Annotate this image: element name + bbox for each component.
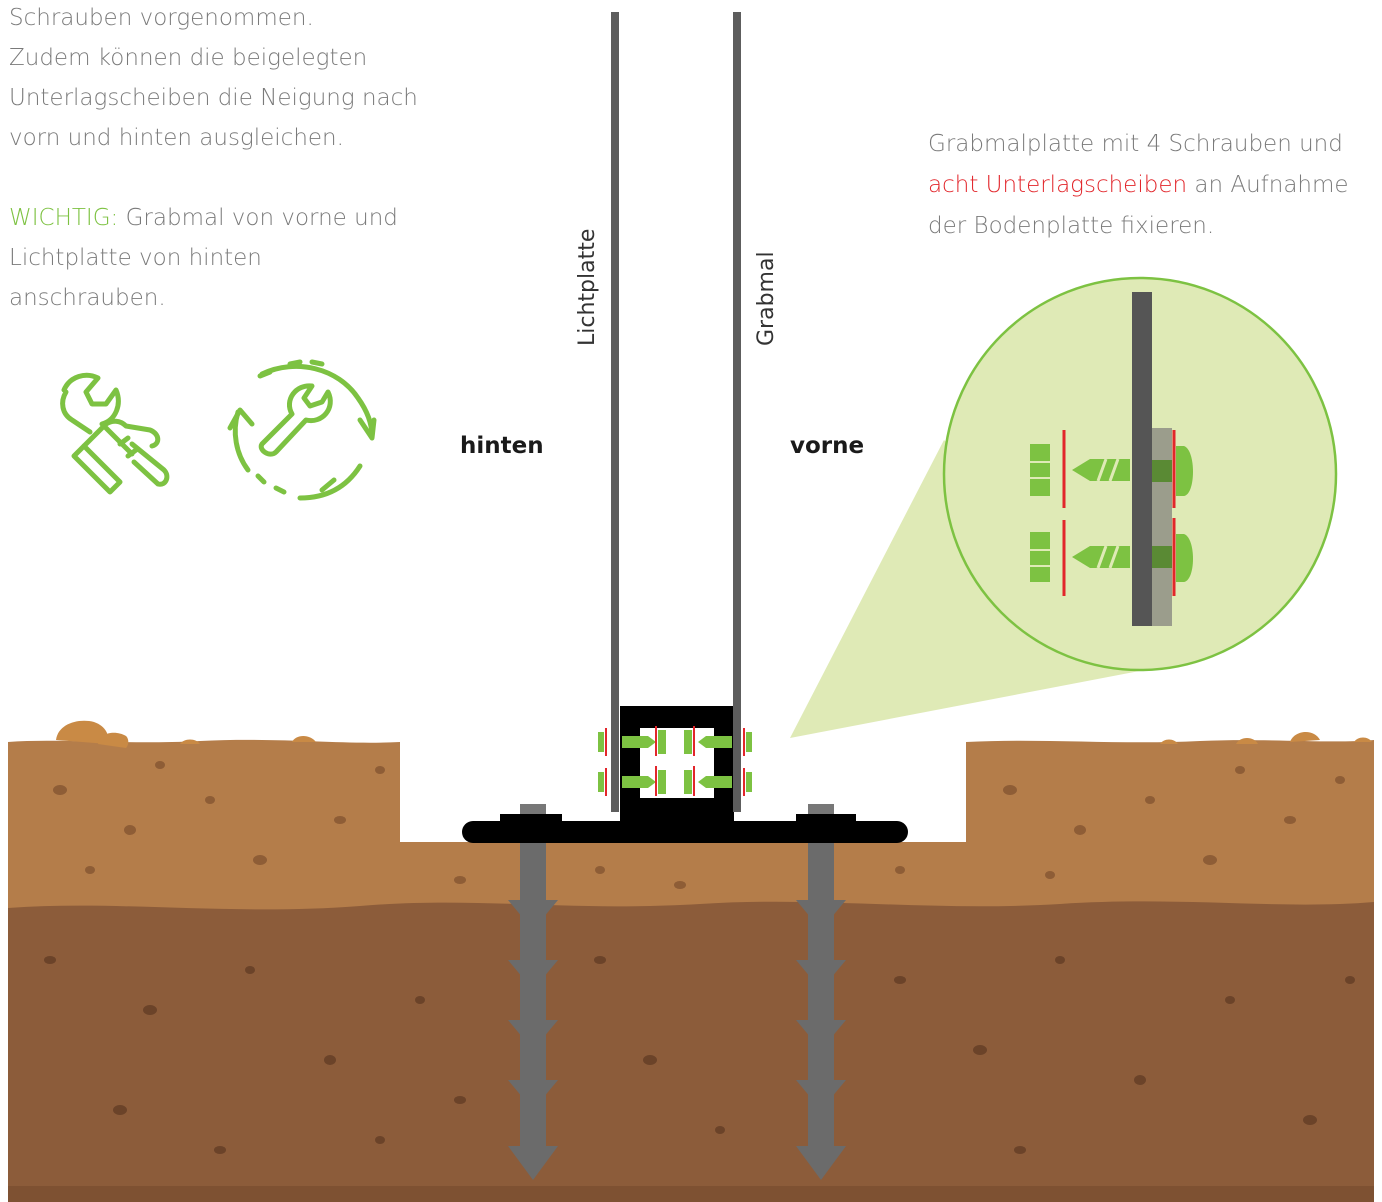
instruction-highlight: acht Unterlagscheiben — [928, 172, 1188, 198]
important-line-2: Lichtplatte von hinten — [9, 245, 262, 271]
instruction-line-1: Grabmalplatte mit 4 Schrauben und — [928, 131, 1343, 157]
light-plate — [611, 12, 619, 812]
soil-deep-layer — [8, 901, 1374, 1202]
right-instruction: Grabmalplatte mit 4 Schrauben und acht U… — [928, 124, 1378, 247]
surface-rocks — [56, 720, 1372, 748]
wrench-cycle-icon — [227, 359, 377, 501]
bracket-screws — [598, 726, 752, 796]
left-description: Schrauben vorgenommen. Zudem können die … — [9, 0, 449, 318]
memorial-plate — [733, 12, 741, 812]
label-lichtplatte: Lichtplatte — [575, 228, 600, 346]
intro-line-3: Unterlagscheiben die Neigung nach — [9, 85, 418, 111]
important-line-3: anschrauben. — [9, 285, 166, 311]
ground-anchor-right — [796, 804, 846, 1180]
soil-bottom-edge — [8, 1186, 1374, 1202]
intro-line-1: Schrauben vorgenommen. — [9, 5, 314, 31]
label-vorne: vorne — [790, 433, 865, 459]
ground-anchor-left — [508, 804, 558, 1180]
label-grabmal: Grabmal — [754, 251, 779, 346]
important-line-1: WICHTIG: Grabmal von vorne und — [9, 198, 449, 238]
mount-bracket — [620, 706, 734, 822]
soil-pebbles — [44, 761, 1355, 1154]
base-plate — [462, 814, 908, 843]
wrench-hand-icon — [60, 372, 170, 495]
instruction-line-2-rest: an Aufnahme — [1187, 172, 1349, 198]
important-line-1-rest: Grabmal von vorne und — [118, 205, 398, 231]
intro-line-4: vorn und hinten ausgleichen. — [9, 125, 344, 151]
zoom-detail — [942, 276, 1338, 672]
intro-line-2: Zudem können die beigelegten — [9, 45, 368, 71]
instruction-line-3: der Bodenplatte fixieren. — [928, 213, 1215, 239]
instruction-line-2: acht Unterlagscheiben an Aufnahme — [928, 165, 1378, 206]
important-keyword: WICHTIG: — [9, 205, 119, 231]
label-hinten: hinten — [460, 433, 544, 459]
